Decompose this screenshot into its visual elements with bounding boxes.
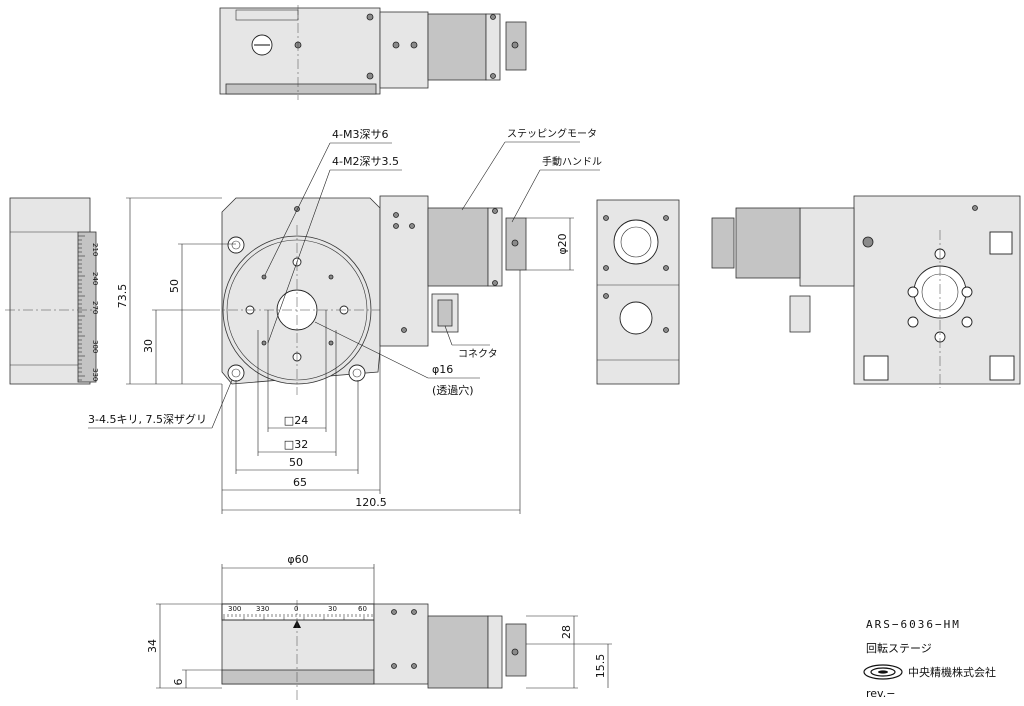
tap-m2-label: 4-M2深サ3.5 xyxy=(332,155,399,168)
scale-front-300: 300 xyxy=(228,605,241,613)
dim-15-5: 15.5 xyxy=(594,654,607,679)
bottom-view xyxy=(711,195,1021,388)
dim-square-24: □24 xyxy=(284,414,308,427)
angle-scale-front xyxy=(223,614,373,620)
dimension-lines xyxy=(126,197,612,689)
dim-50-horizontal: 50 xyxy=(289,456,303,469)
hole-diameter-label: φ16 xyxy=(432,363,453,376)
stepping-motor-label: ステッピングモータ xyxy=(507,127,597,140)
dim-50-vertical: 50 xyxy=(168,279,181,293)
top-view xyxy=(219,5,527,100)
dim-120-5: 120.5 xyxy=(355,496,387,509)
through-hole-label: (透過穴) xyxy=(432,383,474,397)
front-view xyxy=(221,600,527,700)
company-logo-icon xyxy=(863,664,903,680)
dim-square-32: □32 xyxy=(284,438,308,451)
product-name: 回転ステージ xyxy=(866,642,932,655)
dim-28: 28 xyxy=(560,625,573,639)
model-number: ARS−6036−HM xyxy=(866,618,961,631)
scale-side-210: 210 xyxy=(91,243,99,256)
title-block: ARS−6036−HM 回転ステージ 中央精機株式会社 rev.− xyxy=(863,618,996,700)
left-side-view xyxy=(5,197,97,385)
angle-scale-side xyxy=(78,235,85,381)
scale-side-270: 270 xyxy=(91,301,99,314)
scale-side-300: 300 xyxy=(91,340,99,353)
dim-65: 65 xyxy=(293,476,307,489)
dim-6: 6 xyxy=(172,679,185,686)
right-side-view xyxy=(596,199,680,385)
scale-front-0: 0 xyxy=(294,605,298,613)
revision: rev.− xyxy=(866,687,895,700)
annotation-text: 4-M3深サ6 4-M2深サ3.5 ステッピングモータ 手動ハンドル コネクタ … xyxy=(88,127,607,686)
tap-m3-label: 4-M3深サ6 xyxy=(332,128,388,141)
dim-73-5: 73.5 xyxy=(116,284,129,309)
scale-side-240: 240 xyxy=(91,272,99,285)
manual-handle-label: 手動ハンドル xyxy=(542,155,602,168)
dim-phi-20: φ20 xyxy=(556,233,569,254)
scale-side-330: 330 xyxy=(91,368,99,381)
scale-front-60: 60 xyxy=(358,605,367,613)
scale-front-330: 330 xyxy=(256,605,269,613)
leader-lines xyxy=(88,141,600,429)
scale-front-30: 30 xyxy=(328,605,337,613)
dim-phi-60: φ60 xyxy=(287,553,308,566)
dim-34: 34 xyxy=(146,639,159,653)
connector-label: コネクタ xyxy=(458,348,498,360)
mount-holes-label: 3-4.5キリ, 7.5深ザグリ xyxy=(88,412,207,426)
dim-30: 30 xyxy=(142,339,155,353)
main-plan-view xyxy=(210,195,527,395)
company-name: 中央精機株式会社 xyxy=(908,665,996,679)
